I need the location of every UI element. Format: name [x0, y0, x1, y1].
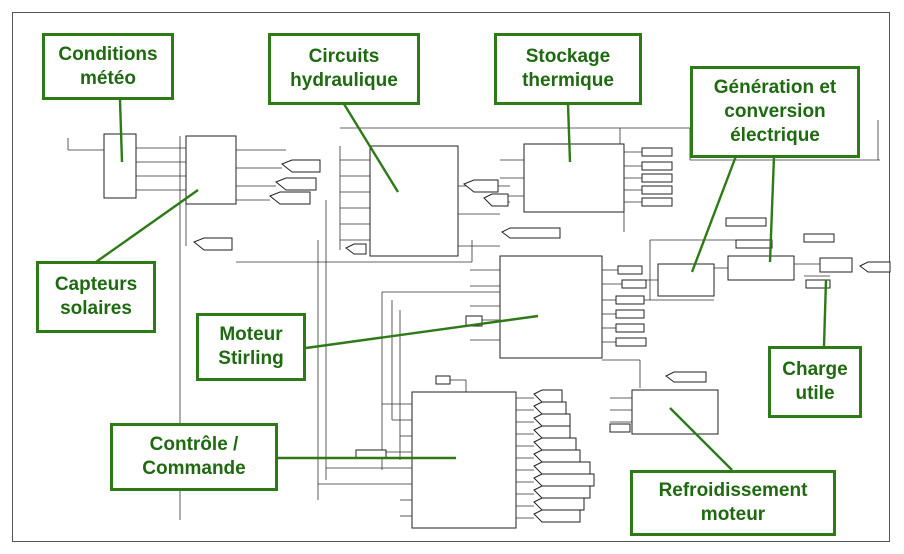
- callout-moteur-stirling: Moteur Stirling: [196, 313, 306, 381]
- callout-capteurs-solaires-label: Capteurs solaires: [54, 274, 138, 319]
- callout-controle-commande: Contrôle / Commande: [110, 423, 278, 491]
- controle-block: [318, 375, 595, 529]
- callout-capteurs-solaires: Capteurs solaires: [36, 261, 156, 333]
- refroidissement-block: [609, 360, 719, 435]
- stockage-block: [340, 127, 690, 239]
- callout-circuits-hydraulique-label: Circuits hydraulique: [290, 46, 398, 91]
- callout-refroidissement-moteur-label: Refroidissement moteur: [658, 480, 808, 525]
- callout-circuits-hydraulique: Circuits hydraulique: [268, 33, 420, 105]
- callout-charge-utile-label: Charge utile: [782, 359, 848, 404]
- callout-conditions-meteo: Conditions météo: [42, 33, 174, 100]
- meteo-block: [67, 133, 186, 199]
- callout-generation-electrique: Génération et conversion électrique: [690, 66, 860, 158]
- figure-border: [12, 12, 890, 542]
- generation-block: [624, 120, 891, 301]
- callout-stockage-thermique-label: Stockage thermique: [522, 46, 614, 91]
- stirling-block: [381, 255, 647, 470]
- callout-refroidissement-moteur: Refroidissement moteur: [630, 470, 836, 536]
- callout-leaders: [95, 99, 828, 471]
- callout-charge-utile: Charge utile: [768, 346, 862, 418]
- callout-moteur-stirling-label: Moteur Stirling: [218, 324, 284, 369]
- callout-stockage-thermique: Stockage thermique: [494, 33, 642, 105]
- callout-generation-electrique-label: Génération et conversion électrique: [713, 77, 837, 146]
- hydraulique-block: [236, 145, 510, 500]
- callout-conditions-meteo-label: Conditions météo: [58, 43, 158, 89]
- callout-controle-commande-label: Contrôle / Commande: [142, 434, 246, 479]
